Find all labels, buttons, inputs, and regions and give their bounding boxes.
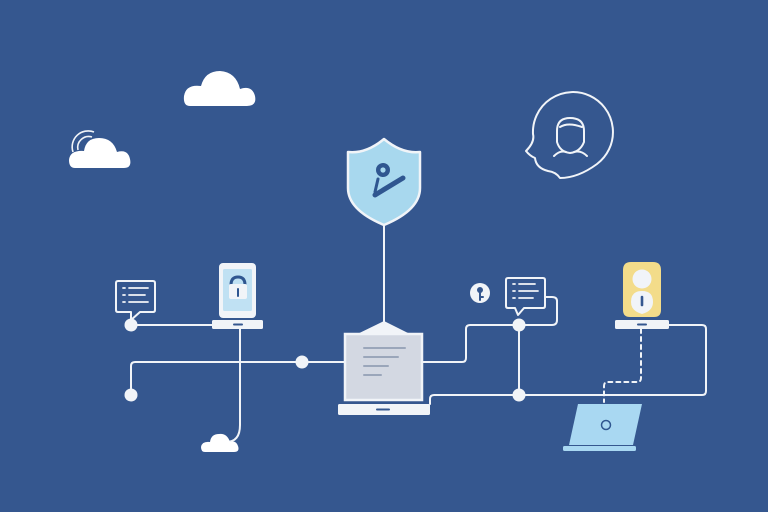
server-document-icon bbox=[338, 321, 430, 415]
chat-bubble bbox=[115, 280, 156, 321]
shield-key-icon bbox=[346, 137, 422, 227]
smartphone-lock-icon bbox=[212, 263, 263, 329]
connector-line bbox=[518, 296, 558, 326]
laptop-keyboard bbox=[563, 446, 636, 451]
chat-list-lines bbox=[122, 287, 149, 303]
network-node-icon bbox=[512, 388, 526, 402]
wifi-arc bbox=[71, 130, 95, 153]
connector-line bbox=[130, 361, 303, 396]
hairline bbox=[559, 123, 583, 128]
key-hole bbox=[380, 167, 386, 173]
padlock-shackle-opening bbox=[632, 269, 652, 289]
connector-nodes bbox=[124, 318, 526, 402]
connector-lines bbox=[130, 224, 707, 443]
device-base-slot bbox=[637, 323, 647, 326]
laptop-icon bbox=[563, 404, 642, 451]
network-node-icon bbox=[512, 318, 526, 332]
key-bit bbox=[479, 291, 484, 301]
padlock-icon bbox=[615, 262, 669, 329]
key-stem bbox=[373, 177, 380, 194]
chat-list-lines bbox=[512, 283, 539, 299]
head-outline bbox=[525, 91, 614, 179]
network-node-icon bbox=[124, 388, 138, 402]
laptop-screen bbox=[569, 404, 642, 445]
connector-line bbox=[429, 324, 707, 405]
laptop-indicator bbox=[600, 419, 612, 431]
dashed-connector-line bbox=[603, 328, 642, 403]
chat-list-icon bbox=[115, 280, 156, 321]
chat-list-icon bbox=[505, 277, 546, 316]
lock-shackle bbox=[229, 275, 247, 286]
shield-outline bbox=[346, 137, 422, 227]
key-shaft bbox=[372, 175, 406, 198]
chat-bubble bbox=[505, 277, 546, 316]
cloud-icon bbox=[69, 138, 131, 168]
network-node-icon bbox=[124, 318, 138, 332]
connector-line bbox=[421, 324, 520, 363]
key-icon bbox=[470, 283, 490, 303]
key-head bbox=[477, 287, 483, 293]
network-node-icon bbox=[295, 355, 309, 369]
small-cloud-icon bbox=[201, 433, 239, 452]
device-base-slot bbox=[233, 323, 243, 326]
device-base-slot bbox=[376, 408, 390, 411]
user-head-icon bbox=[525, 91, 614, 179]
wifi-cloud-icon bbox=[69, 130, 131, 168]
cloud-icon bbox=[183, 71, 256, 106]
wifi-arc bbox=[76, 135, 93, 151]
document-lines bbox=[363, 347, 406, 376]
shoulders bbox=[553, 150, 588, 157]
